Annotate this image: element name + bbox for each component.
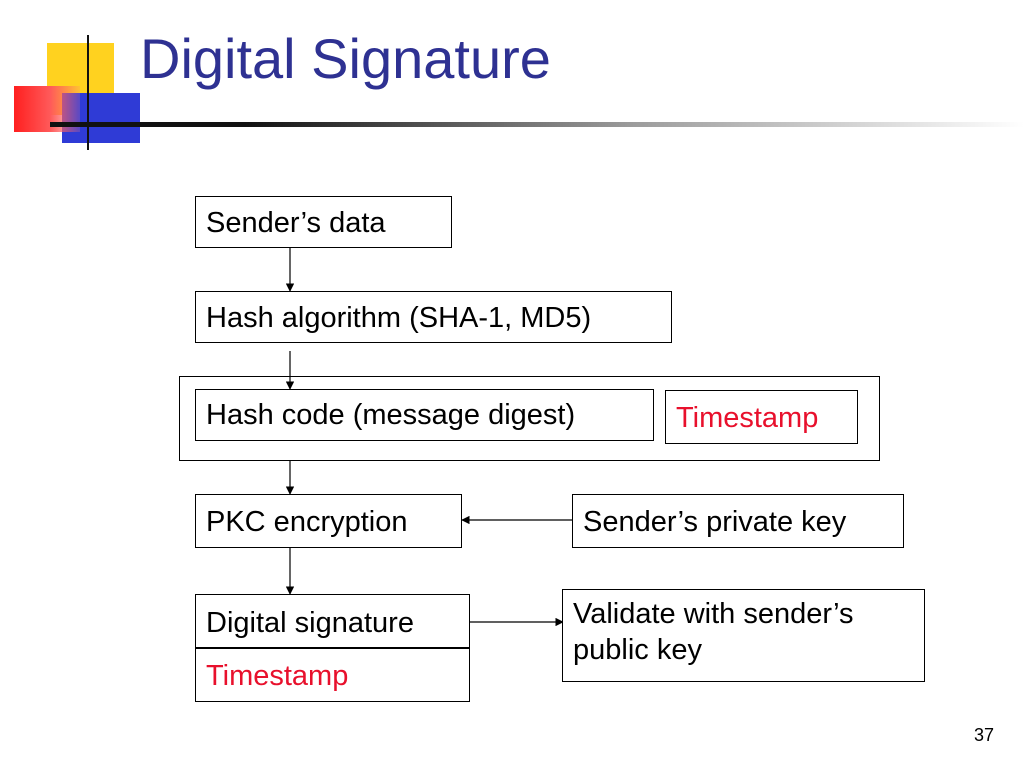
senders-data-label: Sender’s data bbox=[206, 207, 386, 239]
validate-label: Validate with sender’s public key bbox=[573, 598, 854, 666]
timestamp-top-label: Timestamp bbox=[676, 402, 819, 434]
timestamp-bottom-box: Timestamp bbox=[195, 648, 470, 702]
slide-title: Digital Signature bbox=[140, 27, 551, 90]
hash-code-box: Hash code (message digest) bbox=[195, 389, 654, 441]
hash-code-label: Hash code (message digest) bbox=[206, 399, 576, 431]
pkc-encryption-box: PKC encryption bbox=[195, 494, 462, 548]
timestamp-top-box: Timestamp bbox=[665, 390, 858, 444]
validate-box: Validate with sender’s public key bbox=[562, 589, 925, 682]
title-underline-rule bbox=[50, 122, 1024, 127]
timestamp-bottom-label: Timestamp bbox=[206, 660, 349, 692]
digital-signature-box: Digital signature bbox=[195, 594, 470, 648]
hash-algorithm-box: Hash algorithm (SHA-1, MD5) bbox=[195, 291, 672, 343]
page-number: 37 bbox=[973, 725, 994, 745]
title-decoration-vertical-line bbox=[87, 35, 89, 150]
pkc-encryption-label: PKC encryption bbox=[206, 506, 408, 538]
private-key-label: Sender’s private key bbox=[583, 506, 847, 538]
digital-signature-label: Digital signature bbox=[206, 607, 414, 639]
senders-data-box: Sender’s data bbox=[195, 196, 452, 248]
hash-algorithm-label: Hash algorithm (SHA-1, MD5) bbox=[206, 302, 592, 334]
private-key-box: Sender’s private key bbox=[572, 494, 904, 548]
